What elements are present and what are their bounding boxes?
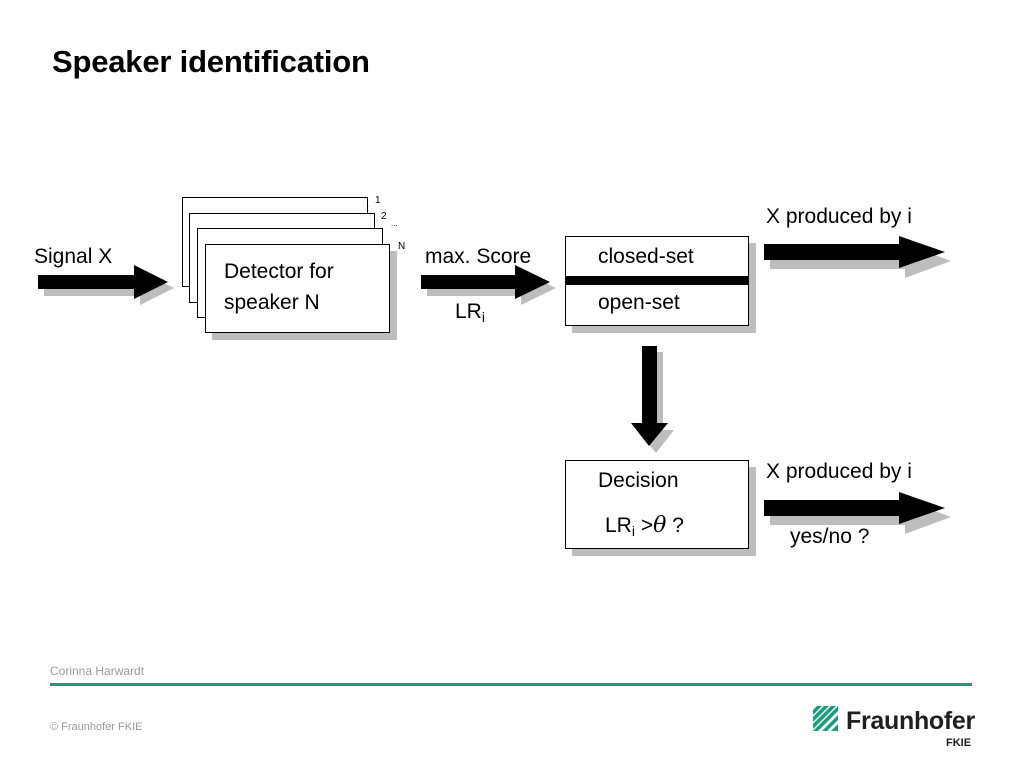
- theta-symbol: θ: [653, 513, 667, 538]
- output-bottom-arrow: [764, 492, 951, 534]
- stack-number-ellipsis: ...: [391, 219, 398, 228]
- yes-no-label: yes/no ?: [790, 525, 870, 548]
- decision-gt: >: [640, 514, 654, 537]
- decision-title: Decision: [598, 469, 679, 492]
- decision-box: [565, 460, 749, 549]
- output-bottom-label: X produced by i: [766, 460, 912, 483]
- detector-box: [205, 244, 390, 333]
- page-title: Speaker identification: [52, 44, 370, 79]
- down-arrow: [631, 346, 674, 453]
- copyright-footer: © Fraunhofer FKIE: [50, 721, 143, 733]
- output-top-label: X produced by i: [766, 205, 912, 228]
- signal-label: Signal X: [34, 245, 113, 268]
- lr-subscript: i: [481, 309, 485, 325]
- output-top-arrow: [764, 236, 951, 278]
- lr-text: LR: [455, 300, 482, 323]
- decision-condition: LRi >θ ?: [605, 513, 684, 539]
- lr-label: LRi: [455, 300, 485, 325]
- stack-number-1: 1: [375, 195, 381, 206]
- logo-name: Fraunhofer: [846, 707, 975, 735]
- decision-lr: LR: [605, 514, 632, 537]
- stack-number-n: N: [398, 241, 406, 252]
- signal-arrow: [38, 265, 174, 305]
- open-set-label: open-set: [598, 291, 680, 314]
- decision-subscript: i: [631, 523, 635, 539]
- stack-number-2: 2: [381, 211, 387, 222]
- logo-sub: FKIE: [946, 737, 972, 749]
- decision-question: ?: [672, 514, 684, 537]
- author-footer: Corinna Harwardt: [50, 664, 145, 678]
- detector-label-line1: Detector for: [224, 260, 334, 283]
- detector-label-line2: speaker N: [224, 291, 320, 314]
- score-label: max. Score: [425, 245, 532, 268]
- set-divider: [565, 276, 749, 285]
- score-arrow: [421, 265, 556, 305]
- closed-set-label: closed-set: [598, 245, 694, 268]
- footer-rule: [50, 683, 972, 686]
